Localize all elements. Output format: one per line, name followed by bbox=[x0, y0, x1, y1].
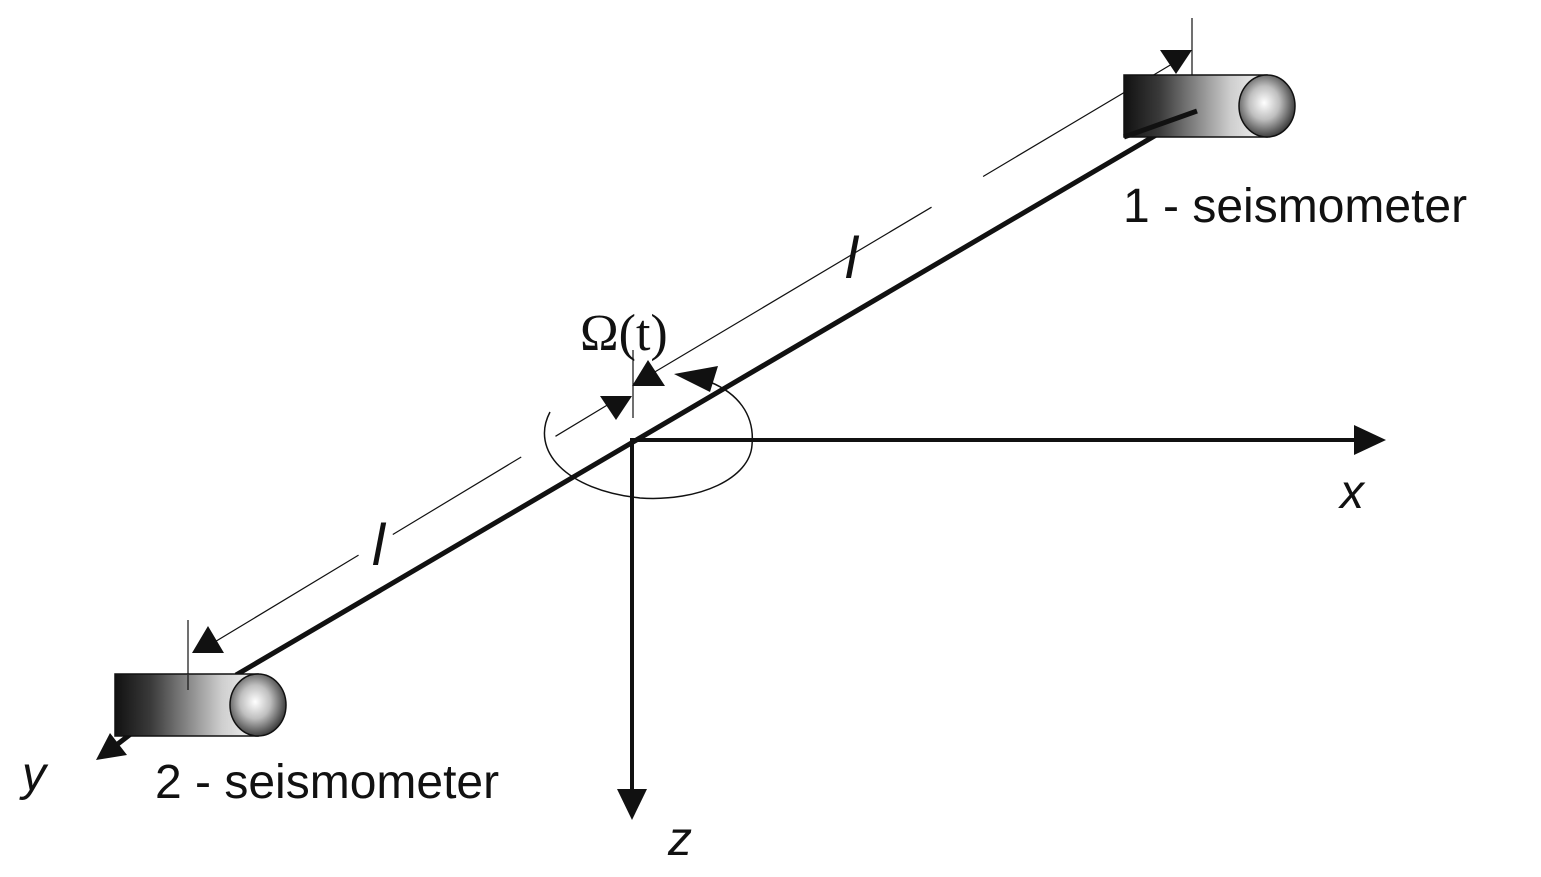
cylinder-cap bbox=[1238, 74, 1296, 138]
dimension-arrow-icon bbox=[1160, 50, 1192, 74]
axis-x-label: x bbox=[1338, 466, 1366, 519]
dimension-arrow-icon bbox=[632, 360, 665, 386]
length-label-upper: l bbox=[845, 226, 860, 291]
z-axis-arrow-icon bbox=[617, 789, 647, 820]
y-axis-arrow bbox=[96, 731, 134, 760]
seismometer-2-label: 2 - seismometer bbox=[155, 756, 499, 809]
circular-arrow-icon bbox=[674, 366, 718, 392]
rotation-label: Ω(t) bbox=[580, 305, 668, 362]
seismometer-1-label: 1 - seismometer bbox=[1123, 180, 1467, 233]
dimension-line-lower bbox=[187, 396, 632, 690]
length-label-lower: l bbox=[372, 513, 387, 578]
seismometer-2 bbox=[114, 673, 287, 737]
dimension-arrow-icon bbox=[192, 626, 224, 653]
x-axis-arrow-icon bbox=[1354, 425, 1386, 455]
seismometer-1 bbox=[1123, 74, 1296, 140]
x-axis bbox=[630, 425, 1386, 455]
axis-z-label: z bbox=[667, 813, 692, 866]
y-axis-arrow-icon bbox=[96, 733, 127, 760]
z-axis bbox=[617, 440, 647, 820]
dimension-arrow-icon bbox=[600, 396, 632, 420]
rotation-indicator bbox=[543, 366, 754, 500]
cylinder-cap bbox=[229, 673, 287, 737]
rod bbox=[234, 108, 1199, 678]
dimension-line-upper bbox=[632, 18, 1193, 418]
axis-y-label: y bbox=[19, 748, 49, 801]
